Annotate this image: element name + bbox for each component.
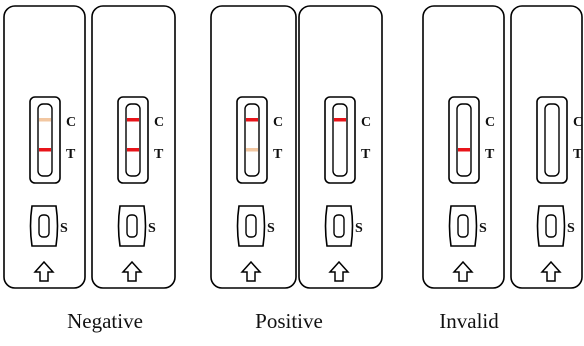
test-line [458, 148, 470, 152]
test-line [546, 148, 558, 152]
test-strip [244, 103, 260, 177]
test-strip [125, 103, 141, 177]
label-c: C [573, 115, 583, 130]
sample-well-hole [126, 214, 138, 238]
label-s: S [567, 221, 575, 236]
caption-invalid: Invalid [439, 309, 499, 333]
sample-well-hole [545, 214, 557, 238]
sample-arrow-icon [240, 260, 262, 282]
control-line [39, 118, 51, 122]
sample-well-hole [333, 214, 345, 238]
label-c: C [485, 115, 495, 130]
test-line [246, 148, 258, 152]
control-line [546, 118, 558, 122]
test-strip [544, 103, 560, 177]
label-s: S [60, 221, 68, 236]
cassette-positive-1: C T S [210, 5, 297, 289]
test-strip [456, 103, 472, 177]
caption-negative: Negative [67, 309, 143, 333]
sample-arrow-icon [328, 260, 350, 282]
cassette-invalid-1: C T S [422, 5, 505, 289]
cassette-negative-2: C T S [91, 5, 176, 289]
caption-positive: Positive [255, 309, 323, 333]
control-line [246, 118, 258, 122]
control-line [458, 118, 470, 122]
label-t: T [361, 147, 371, 162]
sample-arrow-icon [540, 260, 562, 282]
label-t: T [485, 147, 495, 162]
sample-arrow-icon [121, 260, 143, 282]
control-line [127, 118, 139, 122]
label-c: C [66, 115, 76, 130]
sample-well-hole [457, 214, 469, 238]
sample-well-hole [38, 214, 50, 238]
label-t: T [273, 147, 283, 162]
label-s: S [267, 221, 275, 236]
label-t: T [154, 147, 164, 162]
label-s: S [148, 221, 156, 236]
sample-arrow-icon [33, 260, 55, 282]
sample-arrow-icon [452, 260, 474, 282]
label-c: C [361, 115, 371, 130]
cassette-negative-1: C T S [3, 5, 86, 289]
test-line [127, 148, 139, 152]
sample-well-hole [245, 214, 257, 238]
test-strip [332, 103, 348, 177]
label-s: S [355, 221, 363, 236]
label-t: T [66, 147, 76, 162]
control-line [334, 118, 346, 122]
label-t: T [573, 147, 583, 162]
cassette-invalid-2: C T S [510, 5, 583, 289]
test-strip [37, 103, 53, 177]
label-c: C [154, 115, 164, 130]
label-s: S [479, 221, 487, 236]
label-c: C [273, 115, 283, 130]
test-line [39, 148, 51, 152]
test-line [334, 148, 346, 152]
cassette-positive-2: C T S [298, 5, 383, 289]
